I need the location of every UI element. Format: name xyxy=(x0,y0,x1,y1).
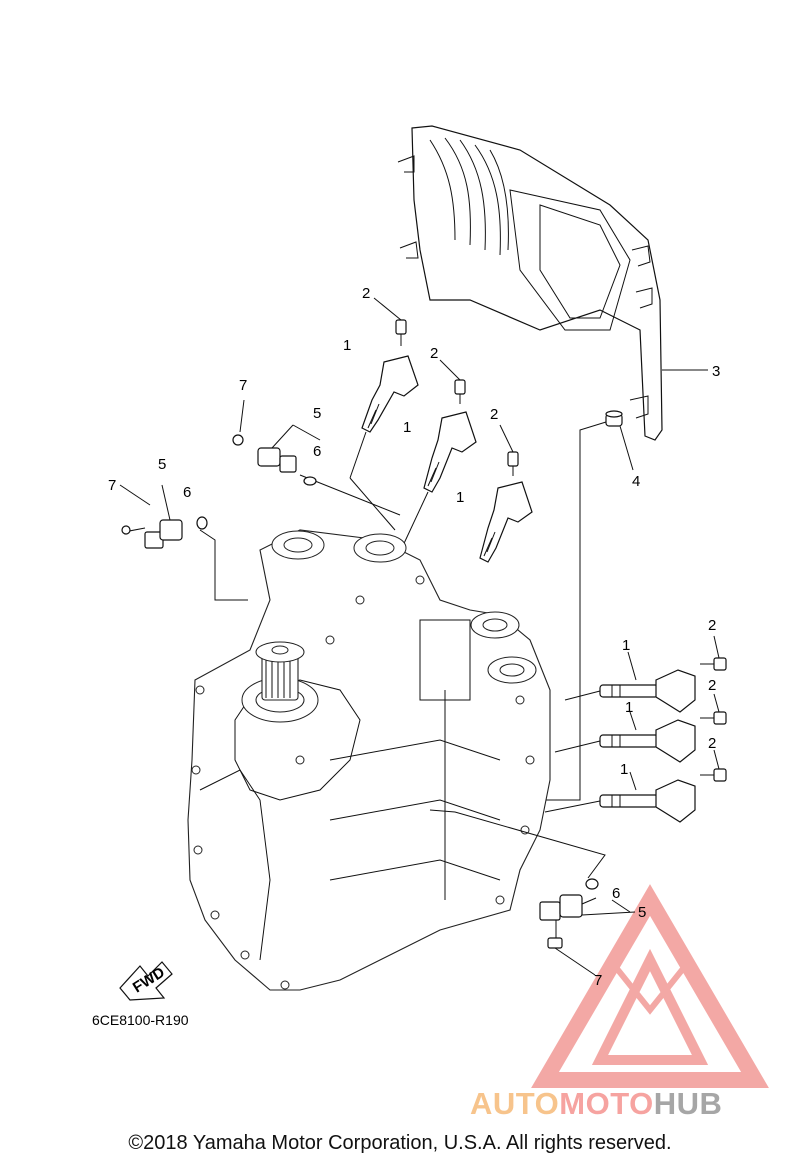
sensor-lower xyxy=(429,809,636,976)
callout-7a: 7 xyxy=(239,377,247,394)
callout-6b: 6 xyxy=(183,484,191,501)
ignition-coil-top-3 xyxy=(479,481,533,563)
ignition-coil-side-1 xyxy=(564,651,696,713)
bolt-side-1 xyxy=(700,635,727,671)
watermark-moto: MOTO xyxy=(559,1086,654,1121)
ignition-coil-top-1 xyxy=(349,355,419,531)
callout-7b: 7 xyxy=(108,477,116,494)
bolt-top-2 xyxy=(439,359,466,404)
grommet-part xyxy=(545,410,634,801)
callout-2d: 2 xyxy=(708,617,716,634)
callout-labels: 2 1 2 7 5 1 2 6 5 7 6 1 3 4 2 1 2 1 2 1 … xyxy=(108,285,720,996)
callout-1e: 1 xyxy=(625,699,633,716)
sensor-upper-1 xyxy=(232,399,401,516)
watermark-text: AUTOMOTOHUB xyxy=(470,1086,722,1122)
callout-2a: 2 xyxy=(362,285,370,302)
callout-2c: 2 xyxy=(490,406,498,423)
leader-sensor-2 xyxy=(199,529,248,601)
o-ring-upper-1 xyxy=(303,476,317,486)
callout-1c: 1 xyxy=(456,489,464,506)
callout-2e: 2 xyxy=(708,677,716,694)
callout-2f: 2 xyxy=(708,735,716,752)
callout-7c: 7 xyxy=(594,972,602,989)
bolt-top-1 xyxy=(373,297,407,346)
o-ring-upper-2 xyxy=(196,516,208,530)
ignition-coil-top-2 xyxy=(399,411,477,553)
callout-4: 4 xyxy=(632,473,640,490)
callout-5b: 5 xyxy=(158,456,166,473)
o-ring-lower xyxy=(585,878,599,890)
callout-5c: 5 xyxy=(638,904,646,921)
callout-1b: 1 xyxy=(403,419,411,436)
engine-block xyxy=(187,529,551,991)
bolt-top-3 xyxy=(499,424,519,476)
callout-3: 3 xyxy=(712,363,720,380)
watermark-hub: HUB xyxy=(653,1086,723,1121)
callout-1d: 1 xyxy=(622,637,630,654)
diagram-code: 6CE8100-R190 xyxy=(92,1012,189,1028)
ignition-coil-side-2 xyxy=(554,711,696,763)
watermark-auto: AUTO xyxy=(470,1086,560,1121)
callout-1f: 1 xyxy=(620,761,628,778)
watermark-logo xyxy=(531,884,769,1088)
callout-6a: 6 xyxy=(313,443,321,460)
bolt-side-3 xyxy=(700,749,727,782)
ignition-coil-side-3 xyxy=(544,771,696,823)
sensor-upper-2 xyxy=(119,484,183,549)
cover-part xyxy=(397,125,708,441)
callout-1a: 1 xyxy=(343,337,351,354)
callout-6c: 6 xyxy=(612,885,620,902)
bolt-side-2 xyxy=(700,693,727,725)
copyright-notice: ©2018 Yamaha Motor Corporation, U.S.A. A… xyxy=(128,1132,672,1154)
callout-5a: 5 xyxy=(313,405,321,422)
fwd-arrow-icon xyxy=(119,961,173,1001)
callout-2b: 2 xyxy=(430,345,438,362)
